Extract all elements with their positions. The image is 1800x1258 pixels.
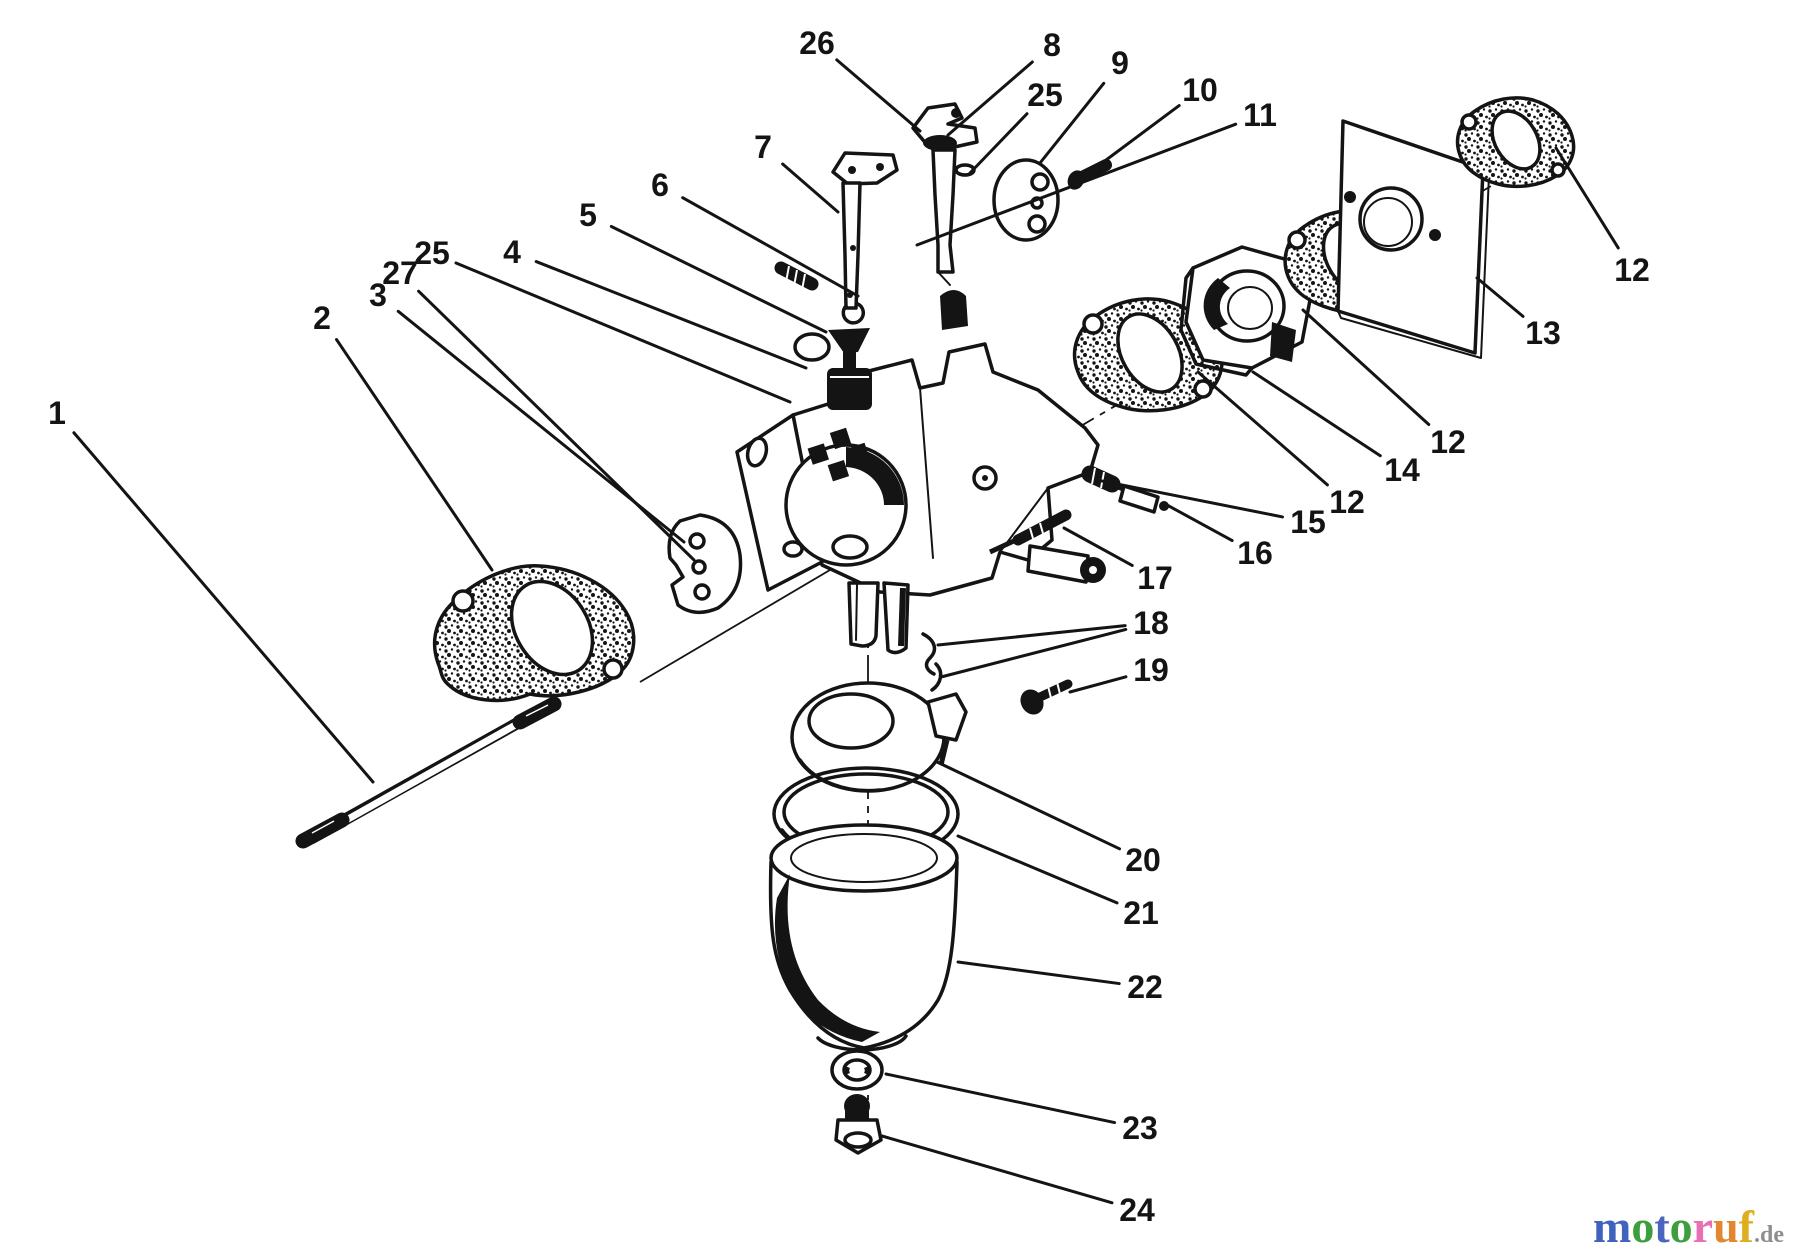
callout-label-4: 4 (503, 234, 521, 270)
leader-line-4 (534, 260, 808, 370)
callout-label-15: 15 (1290, 504, 1326, 540)
leader-line-20 (935, 760, 1122, 851)
leader-line-10 (1092, 104, 1181, 171)
watermark-letter: t (1654, 1201, 1670, 1252)
leader-line-8 (946, 60, 1034, 137)
watermark-letter: o (1669, 1201, 1693, 1252)
spacer-nut (1179, 245, 1312, 377)
callout-label-24: 24 (1119, 1192, 1155, 1228)
sealing-washer (830, 1049, 884, 1091)
float (790, 681, 968, 793)
watermark-letter: m (1593, 1201, 1632, 1252)
callout-label-6: 6 (651, 167, 669, 203)
leader-line-21 (956, 834, 1119, 905)
leader-line-9 (1038, 81, 1106, 165)
leader-line-23 (884, 1072, 1117, 1125)
leader-line-11 (915, 122, 1238, 247)
gasket-carburetor (432, 564, 636, 703)
callout-label-25a: 25 (414, 235, 450, 271)
mounting-plate (1336, 119, 1490, 359)
callout-label-16: 16 (1237, 535, 1273, 571)
gasket-manifold-3 (1455, 96, 1576, 189)
carburetor-body (735, 342, 1106, 655)
leader-line-17 (1062, 526, 1134, 567)
callout-label-10: 10 (1182, 72, 1218, 108)
spring-small (774, 261, 819, 291)
callout-label-11: 11 (1243, 97, 1277, 133)
float-bowl (768, 823, 959, 1057)
leader-line-19 (1068, 675, 1128, 694)
leader-line-12b (1301, 308, 1431, 426)
callout-label-20: 20 (1125, 842, 1161, 878)
callout-label-7: 7 (754, 129, 772, 165)
leader-line-1 (72, 431, 375, 784)
plate-small-diaphragm (667, 513, 743, 615)
leader-line-2 (335, 338, 494, 572)
watermark-letter: r (1692, 1201, 1714, 1252)
callout-label-17: 17 (1137, 560, 1173, 596)
callout-label-19: 19 (1133, 652, 1169, 688)
callout-label-8: 8 (1043, 27, 1061, 63)
callout-label-3: 3 (369, 277, 387, 313)
float-hinge-pin (988, 509, 1072, 555)
leader-line-22 (956, 960, 1121, 986)
leader-line-12c (1554, 146, 1620, 250)
leader-line-18 (939, 627, 1128, 679)
leader-line-18 (936, 624, 1127, 647)
leader-line-16 (1165, 503, 1234, 543)
drain-bolt (834, 1094, 883, 1155)
leader-line-24 (880, 1134, 1114, 1205)
bowl-screw (1020, 679, 1073, 715)
throttle-shaft-lever (911, 102, 979, 286)
gasket-manifold-1 (1072, 297, 1224, 413)
retainer-clips (921, 632, 943, 692)
valve-seat (940, 290, 968, 330)
leader-line-13 (1475, 276, 1525, 318)
idle-screw (1081, 465, 1169, 514)
callout-label-23: 23 (1122, 1110, 1158, 1146)
choke-shaft-lever (831, 151, 899, 325)
disc-plate (992, 158, 1060, 242)
callout-label-2: 2 (313, 300, 331, 336)
callout-label-22: 22 (1127, 969, 1163, 1005)
leader-line-12a (1196, 370, 1329, 487)
leader-line-15 (1095, 478, 1285, 519)
callout-label-18: 18 (1133, 605, 1169, 641)
callout-label-9: 9 (1111, 45, 1129, 81)
watermark-logo[interactable]: motoruf.de (1593, 1204, 1784, 1250)
callout-label-5: 5 (579, 197, 597, 233)
callout-label-12c: 12 (1614, 252, 1650, 288)
callout-label-13: 13 (1525, 315, 1561, 351)
leader-line-5 (609, 224, 828, 334)
leader-line-26 (835, 58, 922, 133)
long-mounting-bolt (295, 696, 562, 849)
leader-line-25b (968, 112, 1029, 175)
watermark-letter: u (1713, 1201, 1739, 1252)
leader-line-14 (1251, 370, 1382, 458)
leader-line-25a (454, 261, 792, 404)
leader-line-7 (781, 162, 840, 214)
callout-label-14: 14 (1384, 452, 1420, 488)
callout-label-12b: 12 (1430, 424, 1466, 460)
callout-label-12a: 12 (1329, 484, 1365, 520)
callout-label-27: 27 (382, 255, 418, 291)
watermark-suffix: .de (1754, 1222, 1784, 1248)
callout-label-1: 1 (48, 395, 66, 431)
callout-label-25b: 25 (1027, 77, 1063, 113)
callout-label-26: 26 (799, 25, 835, 61)
leader-line-27 (417, 289, 696, 562)
leader-line-6 (681, 196, 860, 298)
watermark-letter: f (1738, 1201, 1754, 1252)
callout-label-21: 21 (1123, 895, 1159, 931)
inlet-needle-assembly (793, 328, 872, 410)
watermark-letter: o (1631, 1201, 1655, 1252)
